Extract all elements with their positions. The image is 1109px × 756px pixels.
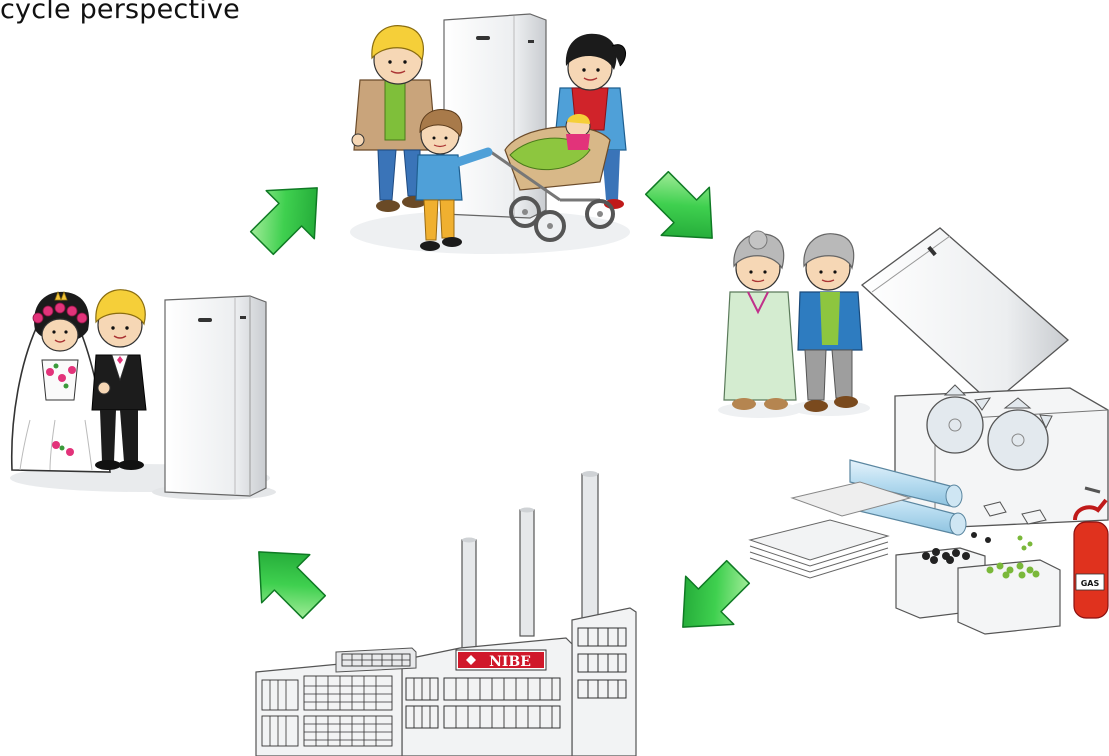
elderly-couple-shredder-icon: GAS [718, 227, 1109, 635]
arrow-up-left-icon [234, 527, 339, 632]
gas-extinguisher-icon: GAS [1073, 486, 1109, 619]
wedding-couple-icon [10, 289, 276, 500]
arrow-down-left-icon [658, 547, 763, 652]
factory-icon: NIBE [255, 471, 637, 756]
diagram-title: cycle perspective [0, 0, 240, 25]
arrow-up-right-icon [237, 163, 342, 268]
extinguisher-label: GAS [1081, 579, 1100, 588]
nibe-logo: NIBE [489, 654, 531, 670]
arrow-down-right-icon [632, 158, 737, 263]
family-with-stroller-icon [350, 13, 630, 254]
